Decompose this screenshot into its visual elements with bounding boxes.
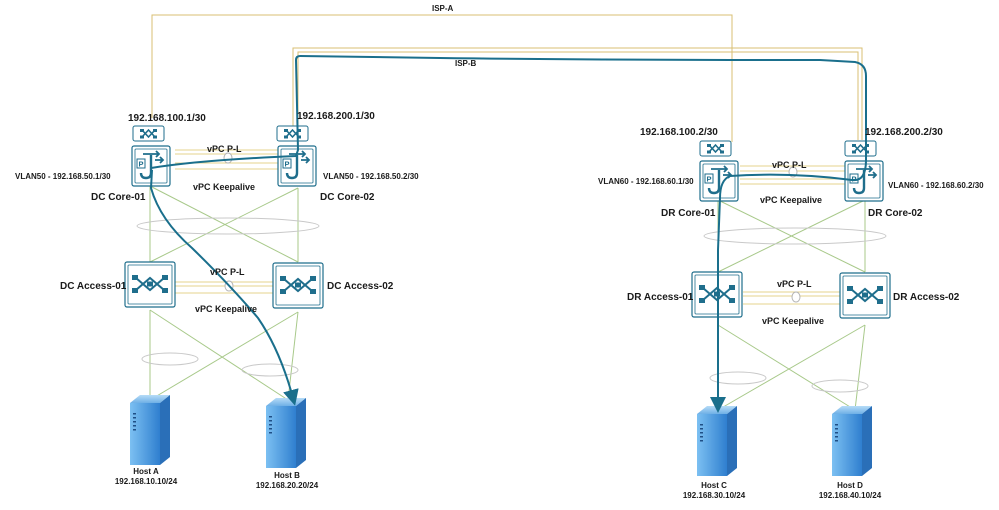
dc-access-peer-link-label: vPC P-L (210, 267, 245, 277)
dr-core2-name: DR Core-02 (868, 208, 923, 219)
dr-access-peer-link-label: vPC P-L (777, 279, 812, 289)
host-c-ip: 192.168.30.10/24 (683, 491, 746, 500)
dr-core1-router-icon[interactable] (699, 140, 732, 157)
host-c-server-icon[interactable] (697, 406, 737, 476)
dc-core1-name: DC Core-01 (91, 192, 146, 203)
dr-core1-name: DR Core-01 (661, 208, 716, 219)
dr-core-vpc-bundle (703, 227, 887, 245)
dc-access2-name: DC Access-02 (327, 281, 394, 292)
dr-access-keepalive-label: vPC Keepalive (762, 316, 824, 326)
isp-b-link (292, 47, 863, 140)
dc-core-keepalive-label: vPC Keepalive (193, 182, 255, 192)
dr-access2-name: DR Access-02 (893, 292, 960, 303)
isp-a-link (151, 14, 733, 142)
dc-core-peer-link-bundle (223, 152, 233, 164)
dr-access2-switch-icon[interactable] (839, 272, 891, 319)
dr-core1-wan-ip: 192.168.100.2/30 (640, 127, 718, 138)
dr-core2-switch-icon[interactable] (843, 159, 885, 203)
isp-b-label: ISP-B (455, 59, 477, 68)
dr-access2-bundle (811, 379, 869, 393)
host-c-name: Host C (701, 481, 727, 490)
host-a-server-icon[interactable] (130, 395, 170, 465)
dr-core1-switch-icon[interactable] (698, 159, 740, 203)
host-d-ip: 192.168.40.10/24 (819, 491, 882, 500)
dc-access-keepalive-label: vPC Keepalive (195, 304, 257, 314)
host-a-ip: 192.168.10.10/24 (115, 477, 178, 486)
dc-core2-wan-ip: 192.168.200.1/30 (297, 111, 375, 122)
host-b-ip: 192.168.20.20/24 (256, 481, 319, 490)
dr-core2-wan-ip: 192.168.200.2/30 (865, 127, 943, 138)
dr-access-peer-link-bundle (791, 291, 801, 303)
dr-core1-vlan: VLAN60 - 192.168.60.1/30 (598, 177, 694, 186)
dr-traffic-path (439, 57, 867, 413)
dc-access1-name: DC Access-01 (60, 281, 127, 292)
dr-core-peer-link-label: vPC P-L (772, 160, 807, 170)
dc-core2-router-icon[interactable] (276, 125, 309, 142)
dr-access1-bundle (709, 371, 767, 385)
dc-traffic-path (149, 54, 441, 406)
host-b-name: Host B (274, 471, 300, 480)
dc-core1-vlan: VLAN50 - 192.168.50.1/30 (15, 172, 111, 181)
dc-access2-switch-icon[interactable] (272, 262, 324, 309)
host-d-server-icon[interactable] (832, 406, 872, 476)
dc-core-vpc-bundle (136, 217, 320, 235)
dr-fabric-links (717, 199, 866, 411)
dc-core1-router-icon[interactable] (132, 125, 165, 142)
dc-access1-bundle (141, 352, 199, 366)
dr-core2-vlan: VLAN60 - 192.168.60.2/30 (888, 181, 984, 190)
dr-core-keepalive-label: vPC Keepalive (760, 195, 822, 205)
dc-access1-switch-icon[interactable] (124, 261, 176, 308)
dc-core2-name: DC Core-02 (320, 192, 375, 203)
host-b-server-icon[interactable] (266, 398, 306, 468)
dc-core1-wan-ip: 192.168.100.1/30 (128, 113, 206, 124)
dc-access2-bundle (241, 363, 299, 377)
dr-access1-name: DR Access-01 (627, 292, 694, 303)
host-d-name: Host D (837, 481, 863, 490)
host-a-name: Host A (133, 467, 159, 476)
dr-core2-router-icon[interactable] (844, 140, 877, 157)
dc-core-peer-link-label: vPC P-L (207, 144, 242, 154)
isp-a-label: ISP-A (432, 4, 454, 13)
dc-core2-vlan: VLAN50 - 192.168.50.2/30 (323, 172, 419, 181)
